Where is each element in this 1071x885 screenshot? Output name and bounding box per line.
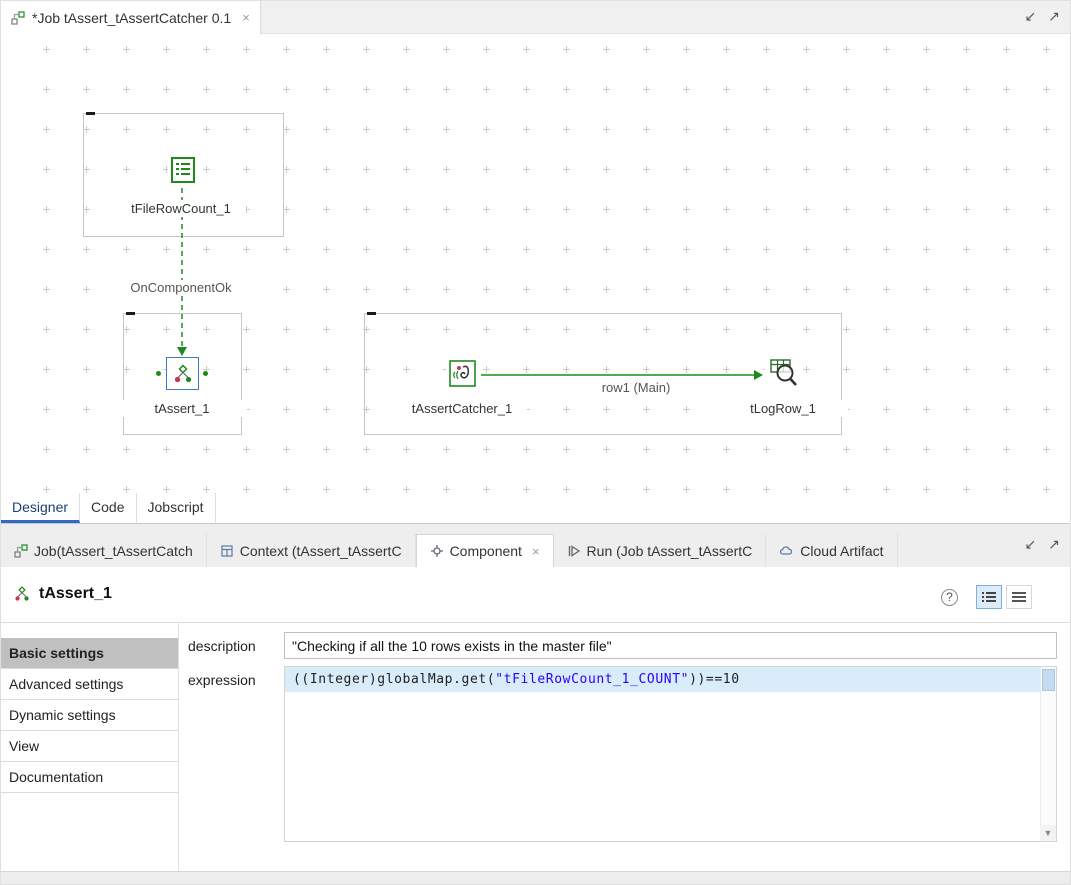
component-tassertcatcher[interactable] xyxy=(446,357,479,390)
nav-basic-settings[interactable]: Basic settings xyxy=(1,638,178,669)
tassertcatcher-icon xyxy=(449,360,476,387)
maximize-icon[interactable]: ↗ xyxy=(1048,8,1060,24)
subjob-collapse-icon[interactable] xyxy=(367,312,376,315)
scrollbar-thumb[interactable] xyxy=(1042,669,1055,691)
nav-view[interactable]: View xyxy=(1,731,178,762)
job-icon xyxy=(11,10,25,25)
expression-code-line[interactable]: ((Integer)globalMap.get("tFileRowCount_1… xyxy=(285,667,1056,692)
component-label-tfilerowcount[interactable]: tFileRowCount_1 xyxy=(116,200,246,217)
tlogrow-icon xyxy=(770,359,797,386)
scroll-down-icon[interactable]: ▼ xyxy=(1040,825,1056,841)
compact-view-button[interactable] xyxy=(1006,585,1032,609)
component-tassert[interactable] xyxy=(166,357,199,390)
component-title: tAssert_1 xyxy=(13,585,112,603)
job-icon xyxy=(14,543,28,558)
run-icon xyxy=(568,544,580,557)
nav-documentation[interactable]: Documentation xyxy=(1,762,178,793)
tab-component-label: Component xyxy=(449,543,522,559)
tab-context-label: Context (tAssert_tAssertC xyxy=(239,542,402,559)
nav-advanced-settings[interactable]: Advanced settings xyxy=(1,669,178,700)
expression-code-pre: ((Integer)globalMap.get( xyxy=(293,672,496,687)
component-icon xyxy=(430,545,443,557)
close-icon[interactable]: × xyxy=(242,10,250,25)
subjob-collapse-icon[interactable] xyxy=(86,112,95,115)
component-label-tlogrow[interactable]: tLogRow_1 xyxy=(718,400,848,417)
tab-designer[interactable]: Designer xyxy=(1,493,81,523)
compact-list-icon xyxy=(1012,592,1026,602)
expression-code-post: ))==10 xyxy=(689,672,740,687)
description-label: description xyxy=(188,638,256,654)
component-tlogrow[interactable] xyxy=(765,355,802,391)
subjob-box-assertcatcher xyxy=(364,312,842,435)
horizontal-scrollbar[interactable] xyxy=(1,871,1070,884)
cloud-icon xyxy=(780,545,793,555)
nav-dynamic-settings[interactable]: Dynamic settings xyxy=(1,700,178,731)
tab-job[interactable]: Job(tAssert_tAssertCatch xyxy=(1,534,207,567)
component-label-tassertcatcher[interactable]: tAssertCatcher_1 xyxy=(397,400,527,417)
tfilerowcount-icon xyxy=(171,157,195,183)
editor-tab-title: *Job tAssert_tAssertCatcher 0.1 xyxy=(32,9,232,26)
component-label-tassert[interactable]: tAssert_1 xyxy=(117,400,247,417)
link-label-row1-main[interactable]: row1 (Main) xyxy=(566,380,706,395)
settings-nav: Basic settings Advanced settings Dynamic… xyxy=(1,623,179,871)
expression-label: expression xyxy=(188,672,256,688)
context-icon xyxy=(221,544,233,557)
description-input[interactable] xyxy=(284,632,1057,659)
tab-job-label: Job(tAssert_tAssertCatch xyxy=(34,542,193,559)
tab-component[interactable]: Component × xyxy=(415,534,554,567)
tassert-icon xyxy=(15,586,29,601)
anchor-dot-left[interactable] xyxy=(156,371,161,376)
close-icon[interactable]: × xyxy=(531,543,540,559)
tab-jobscript[interactable]: Jobscript xyxy=(137,493,216,523)
maximize-icon[interactable]: ↗ xyxy=(1048,536,1060,552)
basic-settings-form: description expression ((Integer)globalM… xyxy=(180,623,1070,871)
detailed-list-icon xyxy=(982,592,996,602)
design-canvas[interactable]: tFileRowCount_1 OnComponentOk tAssert_1 xyxy=(1,34,1070,493)
link-label-oncomponentok[interactable]: OnComponentOk xyxy=(101,280,261,295)
tab-run[interactable]: Run (Job tAssert_tAssertC xyxy=(554,534,767,567)
tab-run-label: Run (Job tAssert_tAssertC xyxy=(586,542,753,559)
component-panel-header: tAssert_1 ? xyxy=(1,567,1070,623)
subjob-box-filerowcount xyxy=(83,112,284,237)
editor-tab-job[interactable]: *Job tAssert_tAssertCatcher 0.1 × xyxy=(1,1,261,34)
expression-scrollbar[interactable]: ▼ xyxy=(1040,667,1056,841)
tab-code[interactable]: Code xyxy=(80,493,137,523)
subjob-collapse-icon[interactable] xyxy=(126,312,135,315)
view-tab-bar: Designer Code Jobscript xyxy=(1,493,1070,524)
tab-cloud-artifact[interactable]: Cloud Artifact xyxy=(766,534,898,567)
tab-context[interactable]: Context (tAssert_tAssertC xyxy=(207,534,416,567)
tab-cloud-artifact-label: Cloud Artifact xyxy=(800,542,884,559)
detailed-view-button[interactable] xyxy=(976,585,1002,609)
editor-tab-bar: *Job tAssert_tAssertCatcher 0.1 × ↙ ↗ xyxy=(1,1,1070,34)
component-tfilerowcount[interactable] xyxy=(168,155,198,185)
property-tab-bar: Job(tAssert_tAssertCatch Context (tAsser… xyxy=(1,524,1070,567)
expression-editor[interactable]: ((Integer)globalMap.get("tFileRowCount_1… xyxy=(284,666,1057,842)
tassert-icon xyxy=(174,363,191,382)
anchor-dot-right[interactable] xyxy=(203,371,208,376)
expression-code-string: "tFileRowCount_1_COUNT" xyxy=(495,672,690,687)
minimize-icon[interactable]: ↙ xyxy=(1024,536,1037,552)
component-title-text: tAssert_1 xyxy=(39,585,112,602)
help-icon[interactable]: ? xyxy=(941,589,958,606)
minimize-icon[interactable]: ↙ xyxy=(1024,8,1037,24)
